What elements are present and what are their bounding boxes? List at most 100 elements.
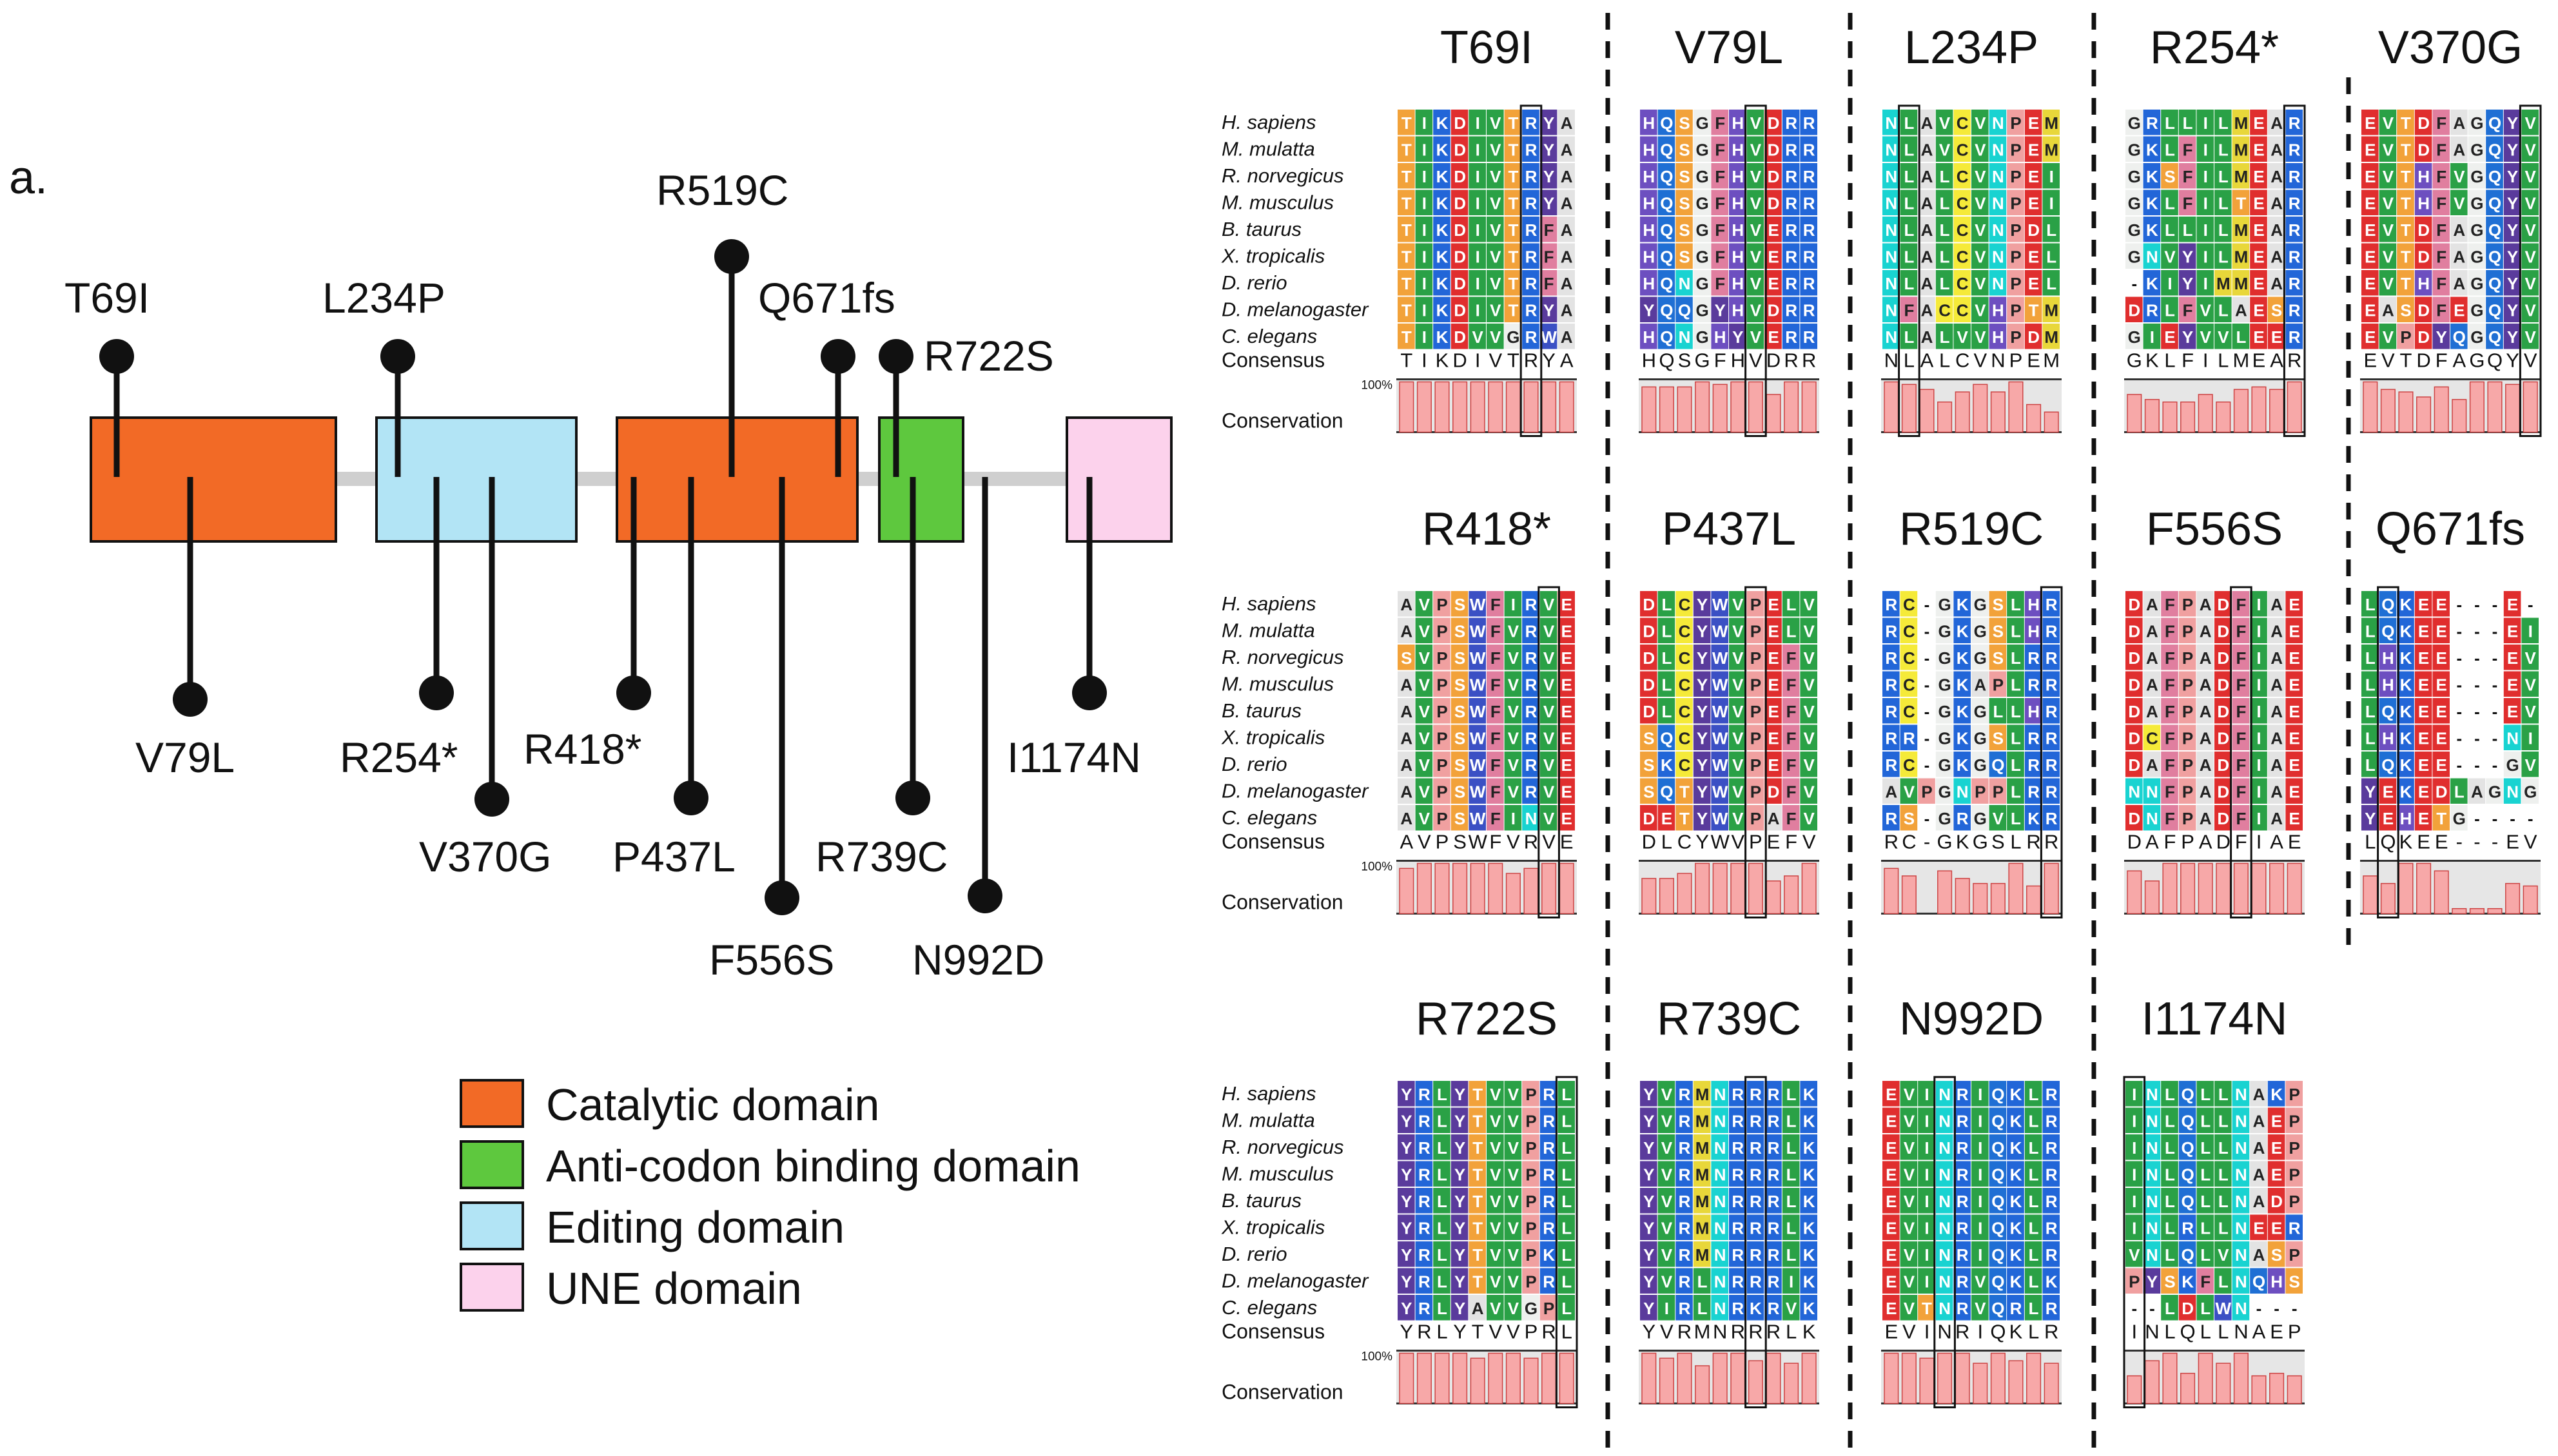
residue-cell: [1539, 270, 1557, 296]
residue-letter: V: [1661, 1218, 1673, 1238]
alignment-title: I1174N: [2142, 993, 2288, 1045]
residue-cell: [1729, 136, 1746, 162]
residue-letter: Y: [1697, 809, 1708, 828]
consensus-residue: E: [2252, 349, 2266, 372]
residue-letter: K: [2400, 755, 2412, 775]
residue-letter: N: [2146, 1165, 2158, 1184]
residue-letter: R: [1732, 1245, 1744, 1265]
residue-letter: V: [1975, 327, 1986, 347]
consensus-residue: Y: [1695, 831, 1709, 853]
residue-letter: I: [2256, 728, 2261, 748]
residue-letter: G: [2453, 809, 2466, 828]
residue-letter: R: [1750, 1085, 1762, 1104]
residue-letter: P: [2010, 274, 2021, 293]
residue-cell: [1782, 110, 1800, 135]
residue-letter: I: [1422, 140, 1427, 159]
residue-letter: L: [2011, 702, 2021, 721]
residue-letter: N: [1714, 1138, 1726, 1158]
residue-cell: [2125, 217, 2143, 242]
residue-letter: P: [2010, 113, 2021, 133]
residue-letter: V: [1543, 782, 1555, 801]
residue-letter: I: [1924, 1138, 1929, 1158]
species-label: R. norvegicus: [1222, 646, 1344, 668]
conservation-bar: [2008, 381, 2024, 433]
residue-cell: [1522, 270, 1539, 296]
consensus-residue: A: [1920, 349, 1934, 372]
residue-letter: N: [1714, 1085, 1726, 1104]
residue-cell: [1487, 163, 1504, 189]
residue-cell: [1522, 217, 1539, 242]
residue-letter: F: [2236, 621, 2246, 641]
residue-letter: E: [2271, 1218, 2282, 1238]
residue-letter: -: [2456, 595, 2462, 614]
residue-letter: L: [2165, 1192, 2175, 1211]
residue-letter: V: [2200, 327, 2212, 347]
consensus-residue: R: [1766, 1321, 1781, 1343]
residue-letter: L: [2165, 113, 2175, 133]
residue-letter: R: [1525, 648, 1538, 668]
residue-letter: H: [2382, 648, 2394, 668]
residue-cell: [1640, 324, 1657, 349]
residue-letter: R: [1679, 1085, 1691, 1104]
residue-letter: H: [2027, 702, 2040, 721]
residue-letter: Q: [1660, 193, 1673, 213]
residue-cell: [1900, 243, 1918, 269]
residue-letter: P: [1436, 728, 1447, 748]
residue-letter: S: [1454, 648, 1465, 668]
residue-letter: A: [1400, 702, 1412, 721]
residue-cell: [2161, 217, 2178, 242]
residue-letter: F: [1715, 274, 1725, 293]
residue-letter: R: [1803, 167, 1815, 186]
residue-letter: Y: [1543, 167, 1554, 186]
residue-letter: L: [2365, 621, 2376, 641]
residue-letter: -: [2474, 621, 2480, 641]
residue-letter: S: [1454, 675, 1465, 694]
residue-letter: P: [1436, 675, 1447, 694]
residue-letter: R: [1418, 1111, 1430, 1131]
residue-letter: N: [1714, 1272, 1726, 1291]
residue-letter: N: [2146, 1218, 2158, 1238]
conservation-bar: [2269, 389, 2285, 433]
residue-letter: M: [2044, 140, 2058, 159]
residue-letter: I: [2203, 247, 2208, 266]
consensus-residue: S: [1991, 831, 2005, 853]
residue-letter: L: [1904, 247, 1914, 266]
residue-letter: C: [1957, 220, 1969, 240]
residue-letter: R: [1543, 1192, 1555, 1211]
consensus-residue: I: [2203, 349, 2209, 372]
residue-letter: T: [1922, 1299, 1932, 1318]
residue-letter: -: [2256, 1299, 2262, 1318]
residue-letter: R: [1525, 274, 1538, 293]
residue-cell: [1450, 270, 1469, 296]
residue-letter: V: [1975, 220, 1986, 240]
residue-letter: R: [2027, 675, 2040, 694]
residue-cell: [2232, 163, 2250, 189]
conservation-bar: [2162, 401, 2178, 433]
residue-letter: E: [2289, 728, 2300, 748]
conservation-bar: [1766, 1352, 1781, 1404]
residue-cell: [2125, 189, 2143, 215]
residue-letter: E: [2436, 648, 2447, 668]
residue-cell: [1693, 217, 1711, 242]
residue-letter: E: [2436, 702, 2447, 721]
residue-letter: E: [1661, 809, 1672, 828]
residue-letter: K: [1957, 755, 1969, 775]
residue-letter: N: [2146, 782, 2158, 801]
residue-letter: F: [2236, 782, 2246, 801]
residue-cell: [1522, 163, 1539, 189]
residue-letter: L: [1661, 675, 1672, 694]
residue-letter: E: [1768, 595, 1779, 614]
residue-letter: T: [1508, 193, 1518, 213]
residue-letter: D: [2217, 728, 2229, 748]
residue-letter: E: [2028, 167, 2039, 186]
consensus-residue: N: [1884, 349, 1899, 372]
consensus-residue: N: [1937, 1321, 1951, 1343]
residue-cell: [1764, 324, 1782, 349]
residue-cell: [1415, 217, 1433, 242]
conservation-bar: [1973, 882, 1988, 915]
residue-cell: [1782, 243, 1800, 269]
residue-letter: L: [1904, 167, 1914, 186]
residue-letter: V: [1661, 1111, 1673, 1131]
residue-letter: R: [1885, 621, 1897, 641]
residue-cell: [1900, 189, 1918, 215]
